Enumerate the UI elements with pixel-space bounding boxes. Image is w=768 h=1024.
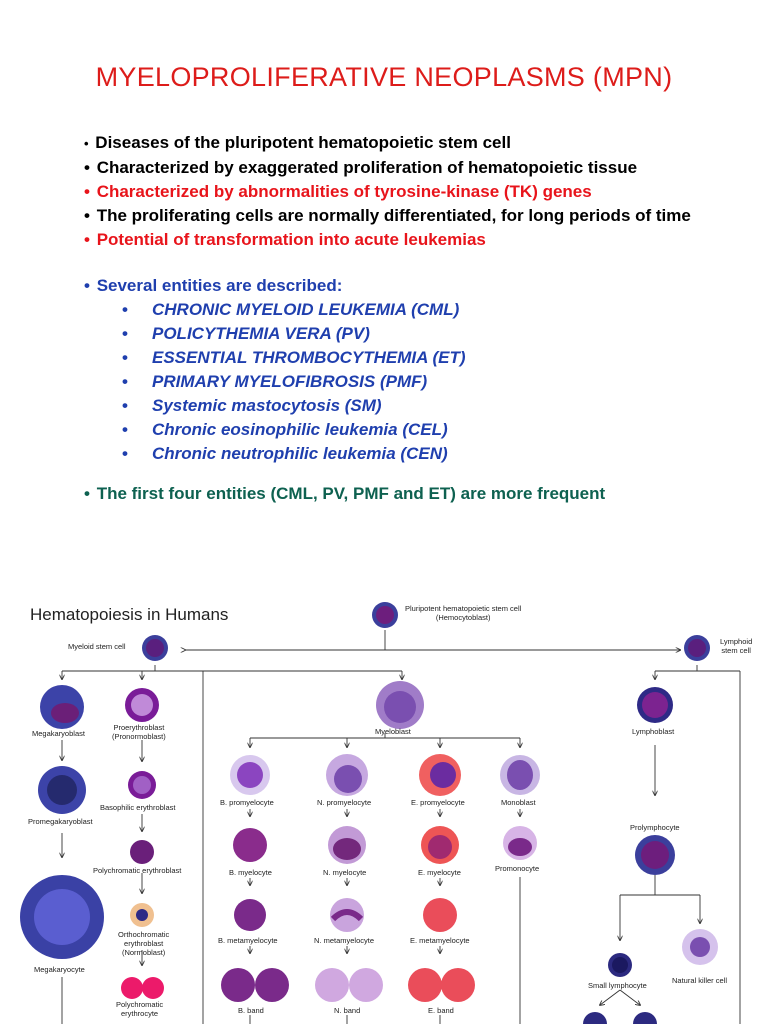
label-promonocyte: Promonocyte	[495, 864, 540, 873]
label-e-promyelocyte: E. promyelocyte	[411, 798, 465, 807]
label-e-myelocyte: E. myelocyte	[418, 868, 461, 877]
cells-group	[20, 602, 718, 1024]
e-band-cell-1	[408, 968, 442, 1002]
bullet-list: • Diseases of the pluripotent hematopoie…	[84, 134, 724, 509]
label-prolymphocyte: Prolymphocyte	[630, 823, 680, 832]
diagram-title: Hematopoiesis in Humans	[30, 605, 229, 624]
label-small-lymphocyte: Small lymphocyte	[588, 981, 647, 990]
b-myelocyte-cell	[233, 828, 267, 862]
bullet-text: Potential of transformation into acute l…	[96, 230, 486, 249]
label-e-metamyelocyte: E. metamyelocyte	[410, 936, 470, 945]
label-n-metamyelocyte: N. metamyelocyte	[314, 936, 375, 945]
polychromatic-erythrocyte-cell-2	[142, 977, 164, 999]
polychromatic-erythrocyte-cell-1	[121, 977, 143, 999]
label-e-band: E. band	[428, 1006, 454, 1015]
entity-item: •Chronic neutrophilic leukemia (CEN)	[122, 444, 448, 463]
entity-item: •Chronic eosinophilic leukemia (CEL)	[122, 420, 448, 439]
label-proerythroblast: Proerythroblast(Pronormoblast)	[112, 723, 166, 741]
b-metamyelocyte-cell	[234, 899, 266, 931]
label-n-band: N. band	[334, 1006, 361, 1015]
label-b-band: B. band	[238, 1006, 264, 1015]
label-natural-killer: Natural killer cell	[672, 976, 728, 985]
label-b-metamyelocyte: B. metamyelocyte	[218, 936, 278, 945]
lymphocyte-cell-2	[633, 1012, 657, 1024]
label-basophilic-erythroblast: Basophilic erythroblast	[100, 803, 176, 812]
label-polychromatic-erythroblast: Polychromatic erythroblast	[93, 866, 182, 875]
label-megakaryoblast: Megakaryoblast	[32, 729, 85, 738]
entity-item: •ESSENTIAL THROMBOCYTHEMIA (ET)	[122, 348, 466, 367]
entity-item: •PRIMARY MYELOFIBROSIS (PMF)	[122, 372, 428, 391]
entity-item: •POLICYTHEMIA VERA (PV)	[122, 324, 370, 343]
label-myeloid-stem: Myeloid stem cell	[68, 642, 126, 651]
hematopoiesis-svg	[20, 602, 741, 1024]
entity-item: •CHRONIC MYELOID LEUKEMIA (CML)	[122, 300, 460, 319]
b-band-cell-1	[221, 968, 255, 1002]
n-band-cell-2	[349, 968, 383, 1002]
e-metamyelocyte-cell	[423, 898, 457, 932]
entity-item: •Systemic mastocytosis (SM)	[122, 396, 382, 415]
bullet-item: • The proliferating cells are normally d…	[84, 206, 691, 225]
label-n-promyelocyte: N. promyelocyte	[317, 798, 372, 807]
e-band-cell-2	[441, 968, 475, 1002]
label-b-promyelocyte: B. promyelocyte	[220, 798, 274, 807]
lymphocyte-cell-1	[583, 1012, 607, 1024]
label-promegakaryoblast: Promegakaryoblast	[28, 817, 93, 826]
page-title: MYELOPROLIFERATIVE NEOPLASMS (MPN)	[95, 62, 673, 92]
bullet-text: The proliferating cells are normally dif…	[96, 206, 691, 225]
hematopoiesis-diagram: Hematopoiesis in Humans Pluripotent hema…	[0, 585, 768, 1024]
bullet-item: • Potential of transformation into acute…	[84, 230, 486, 249]
n-band-cell-1	[315, 968, 349, 1002]
label-monoblast: Monoblast	[501, 798, 536, 807]
label-n-myelocyte: N. myelocyte	[323, 868, 367, 877]
bullet-text: Characterized by abnormalities of tyrosi…	[96, 182, 592, 201]
b-band-cell-2	[255, 968, 289, 1002]
frequency-note: • The first four entities (CML, PV, PMF …	[84, 484, 606, 503]
bullet-item: • Characterized by exaggerated prolifera…	[84, 158, 638, 177]
bullet-item: • Diseases of the pluripotent hematopoie…	[84, 133, 511, 152]
label-b-myelocyte: B. myelocyte	[229, 868, 272, 877]
label-myeloblast: Myeloblast	[375, 727, 411, 736]
polychromatic-erythroblast-cell	[130, 840, 154, 864]
bullet-item: • Characterized by abnormalities of tyro…	[84, 182, 592, 201]
label-stem-cell: Pluripotent hematopoietic stem cell(Hemo…	[405, 604, 522, 622]
label-lymphoblast: Lymphoblast	[632, 727, 675, 736]
bullet-text: Diseases of the pluripotent hematopoieti…	[95, 133, 511, 152]
label-megakaryocyte: Megakaryocyte	[34, 965, 85, 974]
bullet-text: Characterized by exaggerated proliferati…	[96, 158, 638, 177]
entities-heading: • Several entities are described:	[84, 276, 343, 295]
